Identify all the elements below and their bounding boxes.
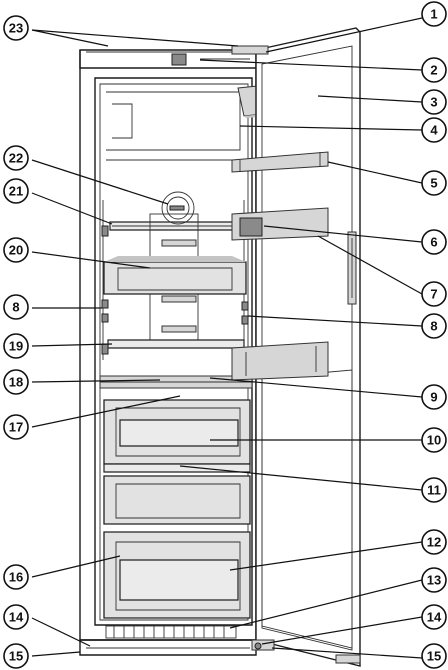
freezer-drawer-2 bbox=[103, 475, 251, 525]
callout-17: 17 bbox=[3, 414, 29, 440]
glass-shelf-upper bbox=[109, 221, 245, 231]
callout-16: 16 bbox=[3, 564, 29, 590]
callout-2: 2 bbox=[421, 57, 447, 83]
callout-15-right: 15 bbox=[421, 643, 447, 669]
svg-text:4: 4 bbox=[430, 123, 438, 138]
svg-text:23: 23 bbox=[9, 21, 23, 36]
svg-text:12: 12 bbox=[427, 535, 441, 550]
callout-12: 12 bbox=[421, 529, 447, 555]
svg-text:20: 20 bbox=[9, 243, 23, 258]
callout-3: 3 bbox=[421, 89, 447, 115]
svg-text:5: 5 bbox=[430, 176, 437, 191]
freezer-shelf bbox=[103, 463, 251, 473]
svg-text:22: 22 bbox=[9, 151, 23, 166]
svg-text:6: 6 bbox=[430, 235, 437, 250]
callout-23: 23 bbox=[3, 15, 29, 41]
callout-15-left: 15 bbox=[3, 643, 29, 669]
svg-text:19: 19 bbox=[9, 339, 23, 354]
callout-5: 5 bbox=[421, 170, 447, 196]
callout-1: 1 bbox=[421, 1, 447, 27]
leader-lines bbox=[31, 17, 423, 659]
glass-shelf-lower bbox=[107, 339, 245, 349]
svg-text:14: 14 bbox=[427, 610, 442, 625]
freezer-drawer-1 bbox=[103, 399, 251, 465]
svg-text:13: 13 bbox=[427, 573, 441, 588]
compartment-divider bbox=[99, 375, 253, 389]
callout-21: 21 bbox=[3, 178, 29, 204]
freezer-drawer-3 bbox=[103, 531, 251, 619]
svg-text:10: 10 bbox=[427, 433, 441, 448]
callout-7: 7 bbox=[421, 281, 447, 307]
callout-19: 19 bbox=[3, 333, 29, 359]
fridge-drawer bbox=[103, 256, 247, 295]
callout-18: 18 bbox=[3, 369, 29, 395]
door-balcony-1 bbox=[231, 151, 329, 173]
svg-text:1: 1 bbox=[430, 7, 437, 22]
svg-text:11: 11 bbox=[427, 483, 441, 498]
callout-6: 6 bbox=[421, 229, 447, 255]
door-balcony-2 bbox=[231, 207, 329, 241]
upper-compartment bbox=[106, 91, 241, 161]
callout-14-right: 14 bbox=[421, 604, 447, 630]
callout-4: 4 bbox=[421, 117, 447, 143]
svg-text:2: 2 bbox=[430, 63, 437, 78]
svg-text:15: 15 bbox=[427, 649, 441, 664]
callout-10: 10 bbox=[421, 427, 447, 453]
callouts: 1 2 3 4 5 6 7 8 bbox=[3, 1, 447, 669]
callout-22: 22 bbox=[3, 145, 29, 171]
callout-20: 20 bbox=[3, 237, 29, 263]
svg-text:14: 14 bbox=[9, 610, 24, 625]
control-panel bbox=[171, 53, 250, 66]
shelf-supports-right bbox=[241, 301, 249, 325]
shelf-supports-left bbox=[101, 225, 109, 355]
door-balcony-3 bbox=[231, 341, 329, 381]
svg-text:18: 18 bbox=[9, 375, 23, 390]
callout-11: 11 bbox=[421, 477, 447, 503]
svg-text:21: 21 bbox=[9, 184, 23, 199]
svg-text:7: 7 bbox=[430, 287, 437, 302]
svg-text:16: 16 bbox=[9, 570, 23, 585]
svg-text:8: 8 bbox=[430, 319, 437, 334]
callout-14-left: 14 bbox=[3, 604, 29, 630]
callout-8-right: 8 bbox=[421, 313, 447, 339]
plinth-grille bbox=[105, 625, 237, 639]
callout-13: 13 bbox=[421, 567, 447, 593]
callout-9: 9 bbox=[421, 384, 447, 410]
svg-text:3: 3 bbox=[430, 95, 437, 110]
svg-text:9: 9 bbox=[430, 390, 437, 405]
svg-text:15: 15 bbox=[9, 649, 23, 664]
callout-8-left: 8 bbox=[3, 294, 29, 320]
svg-text:17: 17 bbox=[9, 420, 23, 435]
svg-text:8: 8 bbox=[12, 300, 19, 315]
